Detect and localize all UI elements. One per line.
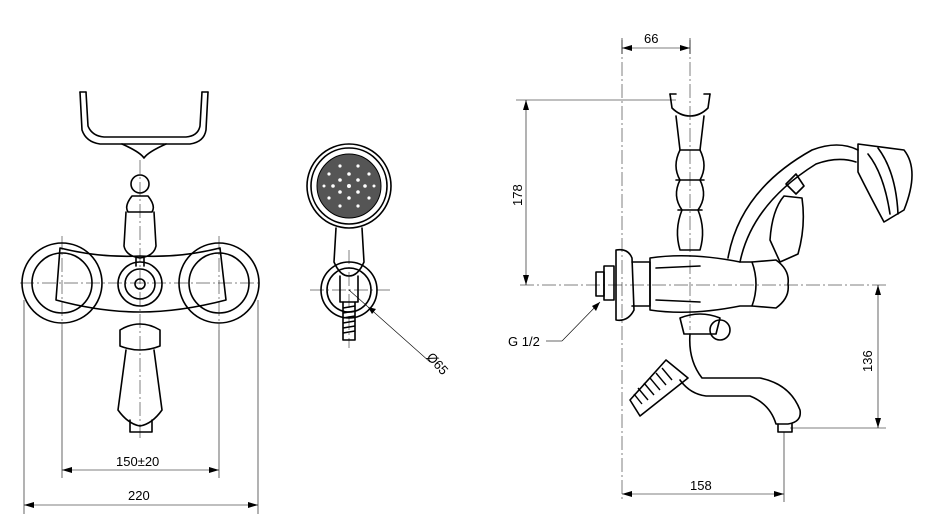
dim-center-distance: 150±20 [116, 454, 159, 469]
side-view: 66 178 136 158 G 1/2 [508, 31, 913, 502]
front-view: 150±20 220 [20, 91, 262, 514]
dim-height-upper: 178 [510, 184, 525, 206]
hand-shower-view: Ø65 [306, 143, 452, 378]
thread-label: G 1/2 [508, 334, 540, 349]
dim-shower-diameter: Ø65 [424, 350, 452, 378]
dim-projection: 158 [690, 478, 712, 493]
dim-width-total: 220 [128, 488, 150, 503]
dim-offset-top: 66 [644, 31, 658, 46]
dim-height-lower: 136 [860, 350, 875, 372]
